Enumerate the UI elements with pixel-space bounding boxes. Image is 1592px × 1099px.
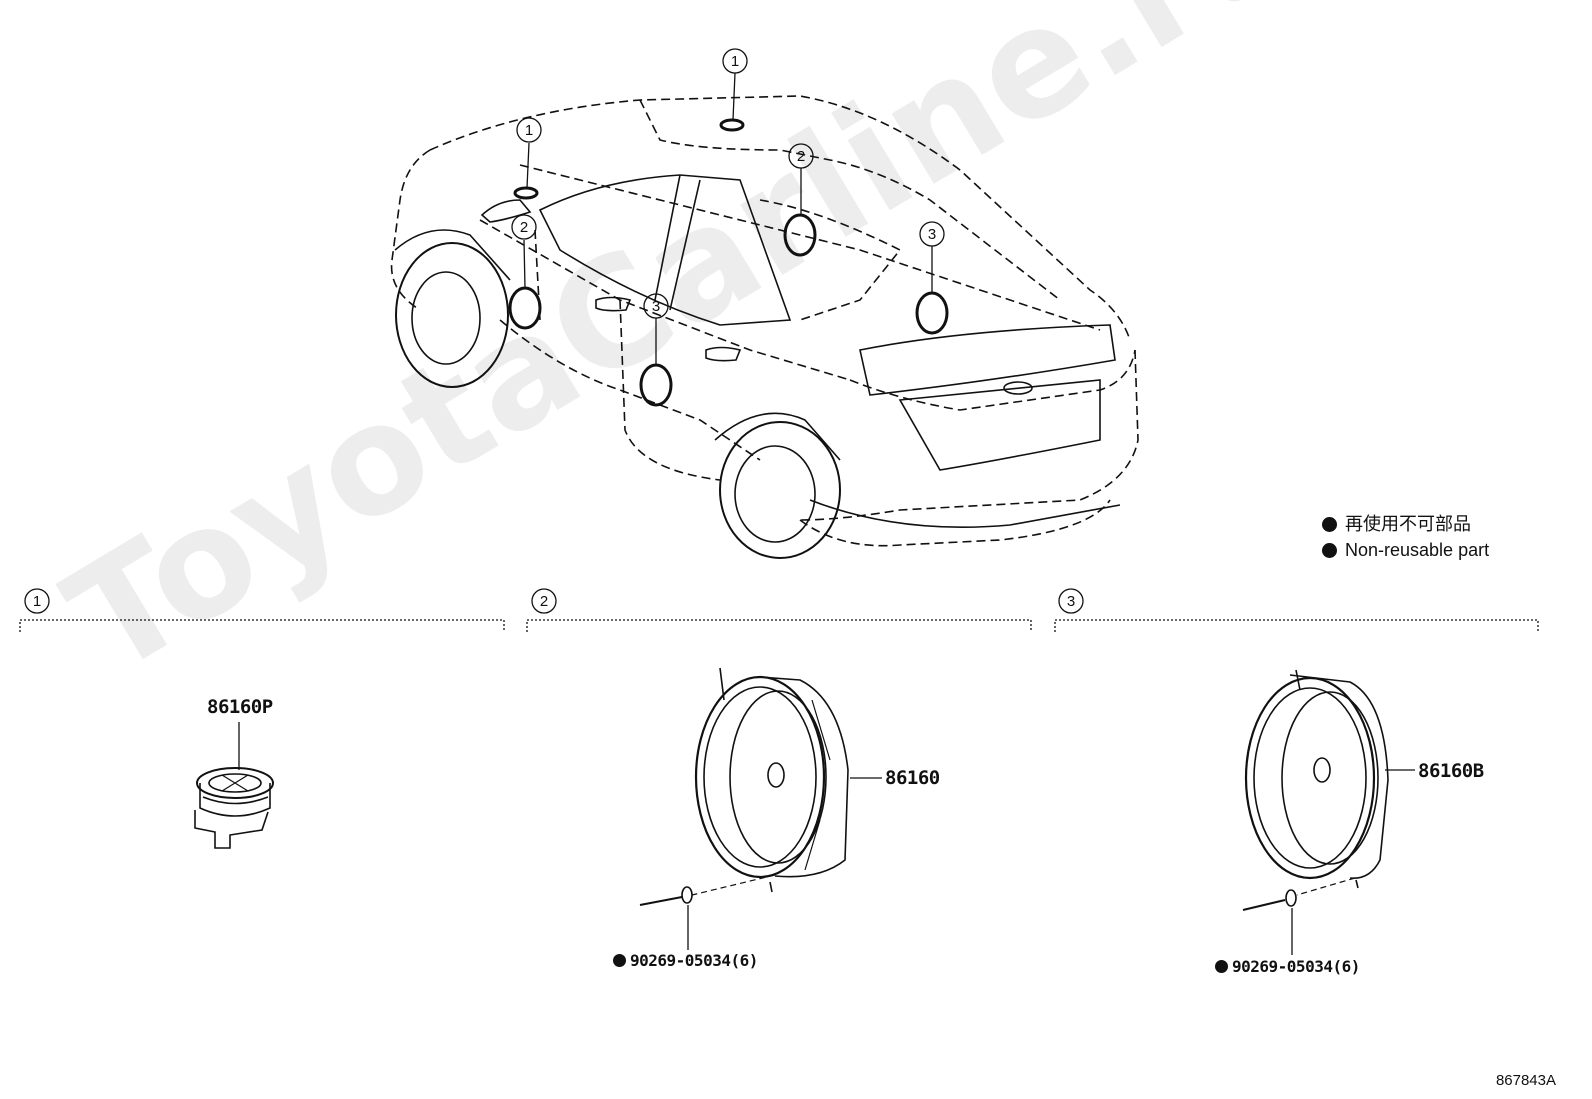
marker-rear-door-right bbox=[915, 291, 949, 335]
bullet-icon bbox=[1322, 542, 1337, 558]
part-number-86160b[interactable]: 86160B bbox=[1418, 760, 1484, 782]
callout-circles bbox=[24, 48, 1084, 614]
part-number-86160p[interactable]: 86160P bbox=[207, 696, 273, 718]
marker-tweeter-front-right bbox=[719, 118, 745, 132]
legend: 再使用不可部品 Non-reusable part bbox=[1322, 511, 1489, 563]
callout-3-right: 3 bbox=[928, 226, 936, 243]
fastener-number: 90269-05034(6) bbox=[1232, 957, 1360, 976]
callout-1-roof-right: 1 bbox=[731, 53, 739, 70]
legend-text-en: Non-reusable part bbox=[1345, 540, 1490, 560]
callout-3-left: 3 bbox=[652, 298, 660, 315]
part-number-86160[interactable]: 86160 bbox=[885, 767, 940, 789]
marker-front-door-right bbox=[783, 213, 817, 257]
speaker-markers bbox=[508, 118, 949, 407]
bullet-icon bbox=[1322, 516, 1337, 532]
document-id: 867843A bbox=[1495, 1072, 1556, 1089]
fastener-number: 90269-05034(6) bbox=[630, 951, 758, 970]
marker-tweeter-front bbox=[513, 186, 539, 200]
section-3-number: 3 bbox=[1067, 593, 1075, 610]
speaker-86160-drawing bbox=[639, 667, 882, 950]
non-reusable-bullet-icon bbox=[613, 954, 626, 967]
section-1-number: 1 bbox=[33, 593, 41, 610]
callout-2-left: 2 bbox=[520, 219, 528, 236]
speaker-86160b-drawing bbox=[1242, 669, 1415, 955]
car-illustration bbox=[390, 95, 1139, 559]
callout-leaders bbox=[523, 72, 933, 365]
tweeter-86160p-drawing bbox=[194, 722, 274, 849]
section-brackets bbox=[19, 619, 1539, 632]
non-reusable-bullet-icon bbox=[1215, 960, 1228, 973]
marker-rear-door-left bbox=[639, 363, 673, 407]
legend-row-ja: 再使用不可部品 bbox=[1322, 511, 1489, 537]
section-2-number: 2 bbox=[540, 593, 548, 610]
marker-front-door-left bbox=[508, 286, 542, 330]
legend-row-en: Non-reusable part bbox=[1322, 537, 1489, 563]
fastener-part-section-2[interactable]: 90269-05034(6) bbox=[613, 951, 758, 970]
callout-numbers: 1 1 2 2 3 3 1 2 3 bbox=[33, 53, 1075, 610]
callout-2-right: 2 bbox=[797, 148, 805, 165]
callout-1-roof-left: 1 bbox=[525, 122, 533, 139]
fastener-part-section-3[interactable]: 90269-05034(6) bbox=[1215, 957, 1360, 976]
legend-text-ja: 再使用不可部品 bbox=[1345, 514, 1471, 534]
